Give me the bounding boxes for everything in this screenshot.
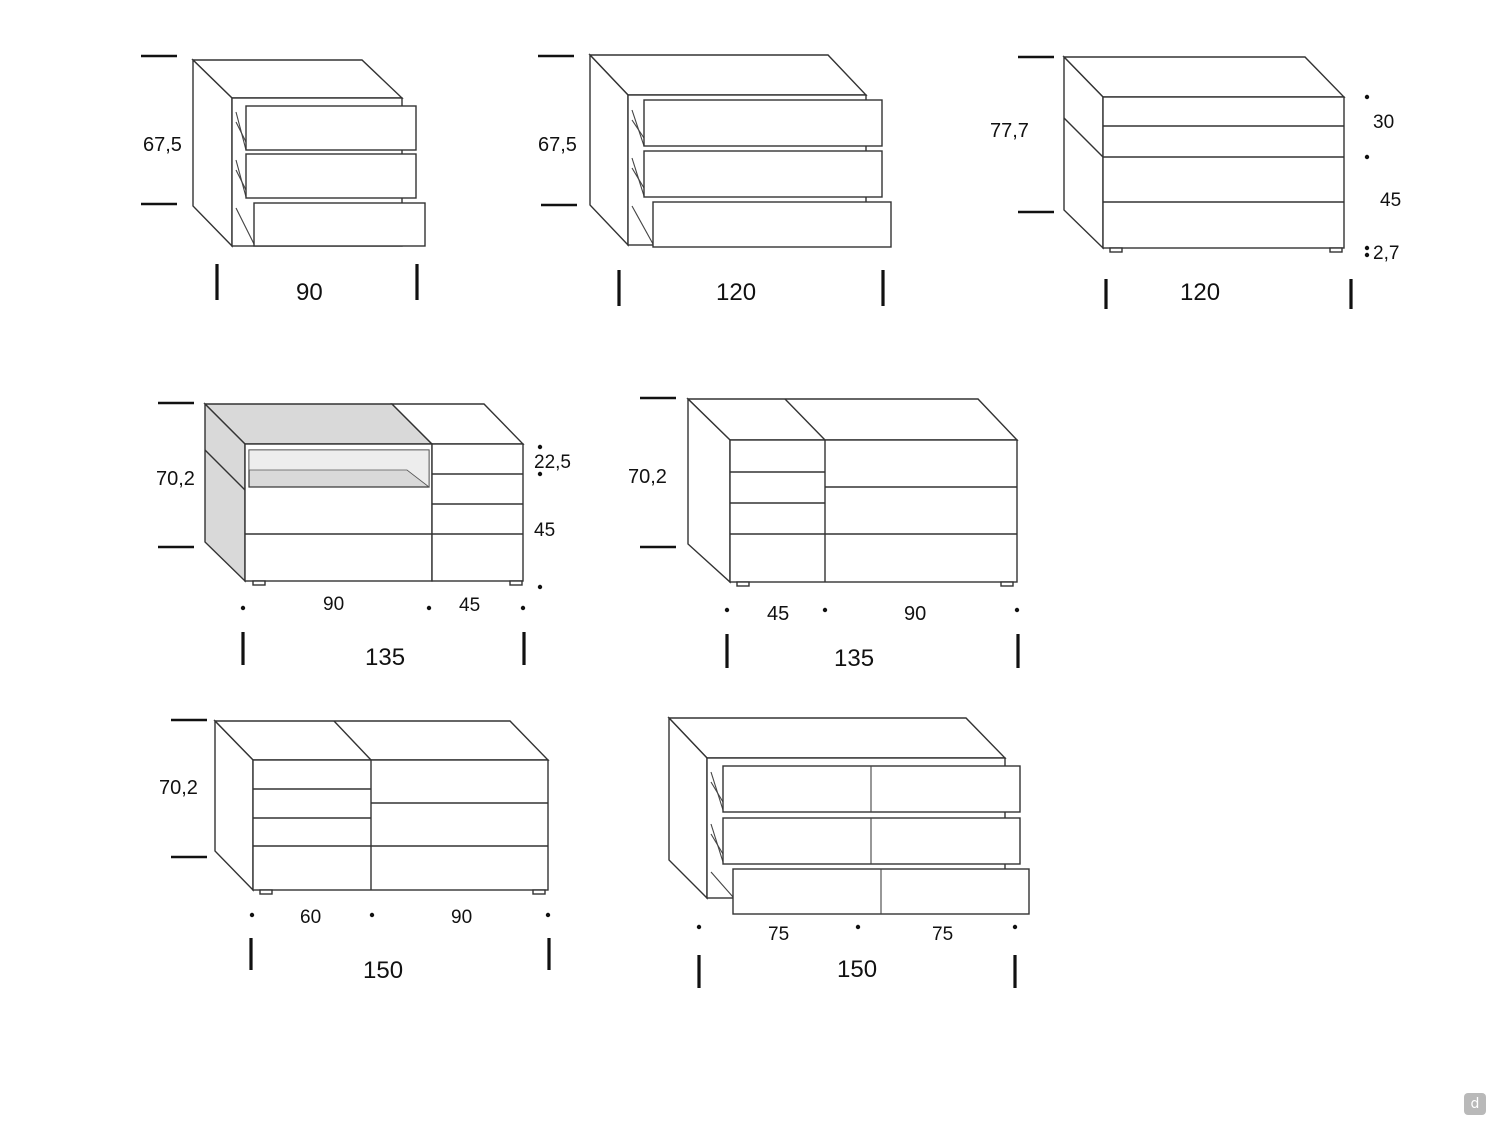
unit-3-feet-height: 2,7 <box>1373 243 1399 264</box>
unit-6-height: 70,2 <box>159 777 198 799</box>
unit-4-width: 135 <box>365 644 405 671</box>
unit-6-drawing <box>171 718 551 970</box>
unit-1-height: 67,5 <box>143 134 182 156</box>
unit-2-drawing <box>538 53 892 306</box>
unit-4-height: 70,2 <box>156 468 195 490</box>
site-logo-icon: d <box>1464 1093 1486 1115</box>
unit-6-width: 150 <box>363 957 403 984</box>
unit-5-left-width: 45 <box>767 603 789 625</box>
unit-7-right-width: 75 <box>932 924 953 945</box>
unit-4-niche-height: 22,5 <box>534 452 571 473</box>
unit-6-left-width: 60 <box>300 907 321 928</box>
unit-2-width: 120 <box>716 279 756 306</box>
unit-6-right-width: 90 <box>451 907 472 928</box>
unit-1-width: 90 <box>296 279 323 306</box>
unit-5-right-width: 90 <box>904 603 926 625</box>
unit-4-drawing <box>158 401 543 665</box>
unit-1-drawing <box>141 54 426 300</box>
unit-5-width: 135 <box>834 645 874 672</box>
unit-7-left-width: 75 <box>768 924 789 945</box>
unit-3-width: 120 <box>1180 279 1220 306</box>
unit-4-right-width: 45 <box>459 595 480 616</box>
unit-3-body-height: 45 <box>1380 190 1401 211</box>
unit-5-drawing <box>640 396 1020 668</box>
unit-3-drawing <box>1018 55 1370 309</box>
unit-7-width: 150 <box>837 956 877 983</box>
unit-2-height: 67,5 <box>538 134 577 156</box>
unit-3-height: 77,7 <box>990 120 1029 142</box>
unit-5-height: 70,2 <box>628 466 667 488</box>
unit-4-left-width: 90 <box>323 594 344 615</box>
unit-3-top-drawer-height: 30 <box>1373 112 1394 133</box>
unit-7-drawing <box>667 716 1030 988</box>
unit-4-drawer-height: 45 <box>534 520 555 541</box>
